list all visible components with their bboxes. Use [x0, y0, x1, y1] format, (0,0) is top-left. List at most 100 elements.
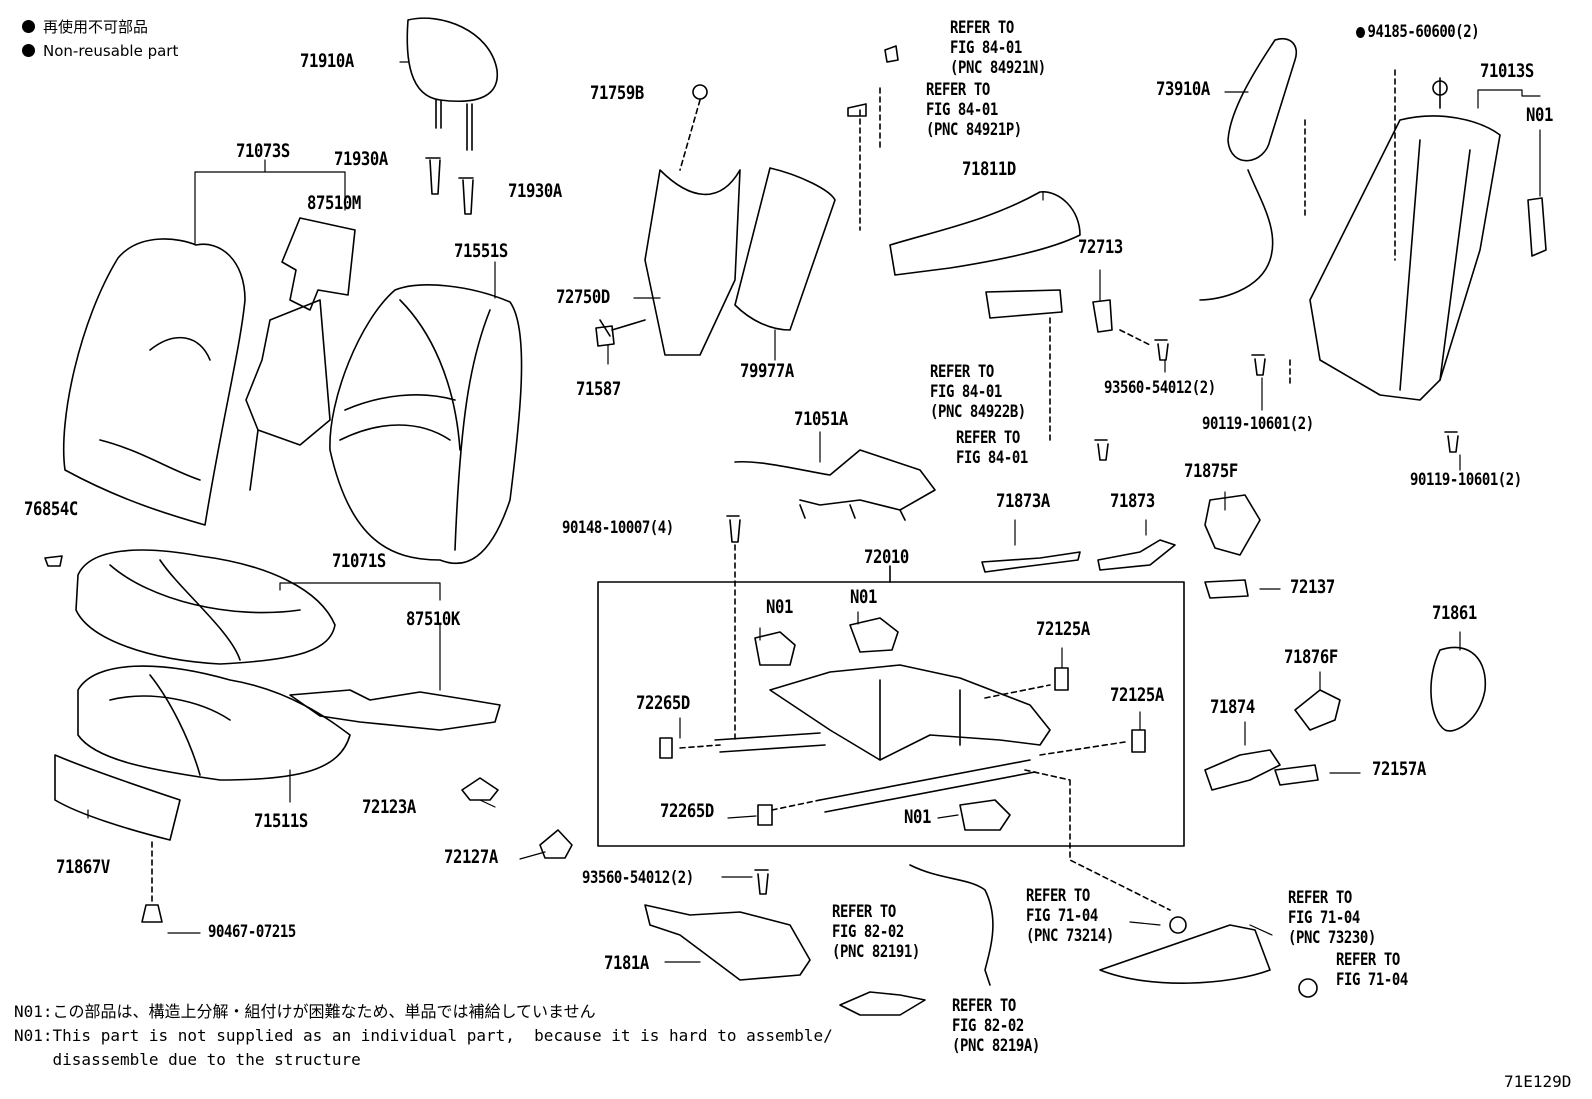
refer-to-84922B[interactable]: REFER TO FIG 84-01 (PNC 84922B)	[930, 362, 1026, 422]
part-label-72123A[interactable]: 72123A	[362, 796, 416, 818]
refer-to-73214[interactable]: REFER TO FIG 71-04 (PNC 73214)	[1026, 886, 1114, 946]
part-label-90119-10601[interactable]: 90119-10601(2)	[1410, 470, 1522, 490]
part-label-94185-60600[interactable]: 94185-60600(2)	[1356, 22, 1480, 42]
cable-drawing	[909, 864, 994, 986]
part-label-87510K[interactable]: 87510K	[406, 608, 460, 630]
back-cover-drawing	[62, 238, 246, 526]
cover-71875F-drawing	[1204, 494, 1261, 556]
refer-to-73230[interactable]: REFER TO FIG 71-04 (PNC 73230)	[1288, 888, 1376, 948]
part-label-71551S[interactable]: 71551S	[454, 240, 508, 262]
part-label-76854C[interactable]: 76854C	[24, 498, 78, 520]
back-frame-drawing	[1251, 69, 1501, 453]
part-label-72127A[interactable]: 72127A	[444, 846, 498, 868]
connector-clip-drawing	[1298, 978, 1318, 998]
cushion-heater-pad-drawing	[289, 689, 501, 731]
part-label-72750D[interactable]: 72750D	[556, 286, 610, 308]
legend-text-en: Non-reusable part	[43, 42, 179, 60]
back-board-drawing	[734, 167, 836, 331]
bracket-72713-drawing	[1092, 299, 1113, 333]
refer-to-84921N[interactable]: REFER TO FIG 84-01 (PNC 84921N)	[950, 18, 1046, 78]
part-label-N01[interactable]: N01	[766, 596, 793, 618]
part-label-79977A[interactable]: 79977A	[740, 360, 794, 382]
lumbar-support-drawing	[599, 84, 741, 356]
front-trim-drawing	[54, 754, 181, 841]
clip-71587-drawing	[595, 325, 615, 347]
non-reusable-dot-icon	[22, 44, 35, 57]
cushion-cover-drawing	[75, 549, 336, 665]
cover-72137-drawing	[1204, 579, 1249, 599]
part-label-71587[interactable]: 71587	[576, 378, 621, 400]
part-label-N01[interactable]: N01	[850, 586, 877, 608]
clip-drawing	[44, 555, 63, 567]
legend-text-jp: 再使用不可部品	[43, 18, 149, 36]
part-label-73910A[interactable]: 73910A	[1156, 78, 1210, 100]
non-reusable-dot-icon	[1356, 27, 1366, 38]
part-label-71930A[interactable]: 71930A	[334, 148, 388, 170]
part-label-72137[interactable]: 72137	[1290, 576, 1335, 598]
refer-to-71-04[interactable]: REFER TO FIG 71-04	[1336, 950, 1408, 990]
part-label-72125A[interactable]: 72125A	[1110, 684, 1164, 706]
cushion-pad-drawing	[77, 665, 351, 781]
part-label-90119-10601[interactable]: 90119-10601(2)	[1202, 414, 1314, 434]
lower-bracket-drawing	[644, 869, 811, 981]
screw-drawings	[425, 157, 474, 215]
part-label-71875F[interactable]: 71875F	[1184, 460, 1238, 482]
part-label-71873[interactable]: 71873	[1110, 490, 1155, 512]
bracket-72127A-drawing	[539, 829, 573, 859]
part-label-71867V[interactable]: 71867V	[56, 856, 110, 878]
switch-drawing	[985, 289, 1063, 319]
connector-drawing	[1099, 924, 1271, 984]
part-label-72265D[interactable]: 72265D	[636, 692, 690, 714]
refer-to-84-01[interactable]: REFER TO FIG 84-01	[956, 428, 1028, 468]
note-n01-english: N01:This part is not supplied as an indi…	[14, 1026, 833, 1069]
part-label-72125A[interactable]: 72125A	[1036, 618, 1090, 640]
part-label-N01[interactable]: N01	[1526, 104, 1553, 126]
back-pad-drawing	[329, 284, 523, 565]
refer-to-8219A[interactable]: REFER TO FIG 82-02 (PNC 8219A)	[952, 996, 1040, 1056]
part-label-71759B[interactable]: 71759B	[590, 82, 644, 104]
part-label-71930A[interactable]: 71930A	[508, 180, 562, 202]
part-label-71073S[interactable]: 71073S	[236, 140, 290, 162]
trim-71873-drawing	[1097, 539, 1176, 571]
part-label-71910A[interactable]: 71910A	[300, 50, 354, 72]
clip-90467-drawing	[141, 904, 163, 923]
part-label-71861[interactable]: 71861	[1432, 602, 1477, 624]
part-label-71876F[interactable]: 71876F	[1284, 646, 1338, 668]
bracket-72123A-drawing	[461, 777, 499, 801]
legend-item-jp: 再使用不可部品	[22, 16, 148, 37]
grommet-drawing	[1169, 916, 1187, 934]
headrest-drawing	[406, 17, 499, 151]
back-heater-pad-drawing	[245, 217, 356, 491]
part-label-71013S[interactable]: 71013S	[1480, 60, 1534, 82]
cover-71861-drawing	[1430, 646, 1487, 732]
part-label-71811D[interactable]: 71811D	[962, 158, 1016, 180]
part-label-93560-54012[interactable]: 93560-54012(2)	[582, 868, 694, 888]
part-label-72265D[interactable]: 72265D	[660, 800, 714, 822]
part-label-7181A[interactable]: 7181A	[604, 952, 649, 974]
part-label-72010[interactable]: 72010	[864, 546, 909, 568]
trim-71873A-drawing	[981, 551, 1081, 573]
part-label-71511S[interactable]: 71511S	[254, 810, 308, 832]
part-label-72157A[interactable]: 72157A	[1372, 758, 1426, 780]
nut-94185-drawing	[1432, 80, 1448, 96]
note-n01-japanese: N01:この部品は、構造上分解・組付けが困難なため、単品では補給していません	[14, 1002, 596, 1021]
part-label-94185-text: 94185-60600(2)	[1367, 22, 1480, 42]
part-label-71874[interactable]: 71874	[1210, 696, 1255, 718]
part-label-N01[interactable]: N01	[904, 806, 931, 828]
cover-71874-drawing	[1204, 749, 1281, 791]
refer-to-84921P[interactable]: REFER TO FIG 84-01 (PNC 84921P)	[926, 80, 1022, 140]
part-label-87510M[interactable]: 87510M	[307, 192, 361, 214]
seat-adjuster-drawing	[679, 664, 1171, 911]
refer-to-82191[interactable]: REFER TO FIG 82-02 (PNC 82191)	[832, 902, 920, 962]
part-label-90467-07215[interactable]: 90467-07215	[208, 922, 296, 942]
part-label-90148-10007[interactable]: 90148-10007(4)	[562, 518, 674, 538]
part-label-71071S[interactable]: 71071S	[332, 550, 386, 572]
part-label-72713[interactable]: 72713	[1078, 236, 1123, 258]
cover-72157A-drawing	[1274, 764, 1319, 786]
motor-drawings	[754, 197, 1547, 831]
part-label-71051A[interactable]: 71051A	[794, 408, 848, 430]
part-label-71873A[interactable]: 71873A	[996, 490, 1050, 512]
legend-item-en: Non-reusable part	[22, 42, 178, 60]
part-label-93560-54012[interactable]: 93560-54012(2)	[1104, 378, 1216, 398]
